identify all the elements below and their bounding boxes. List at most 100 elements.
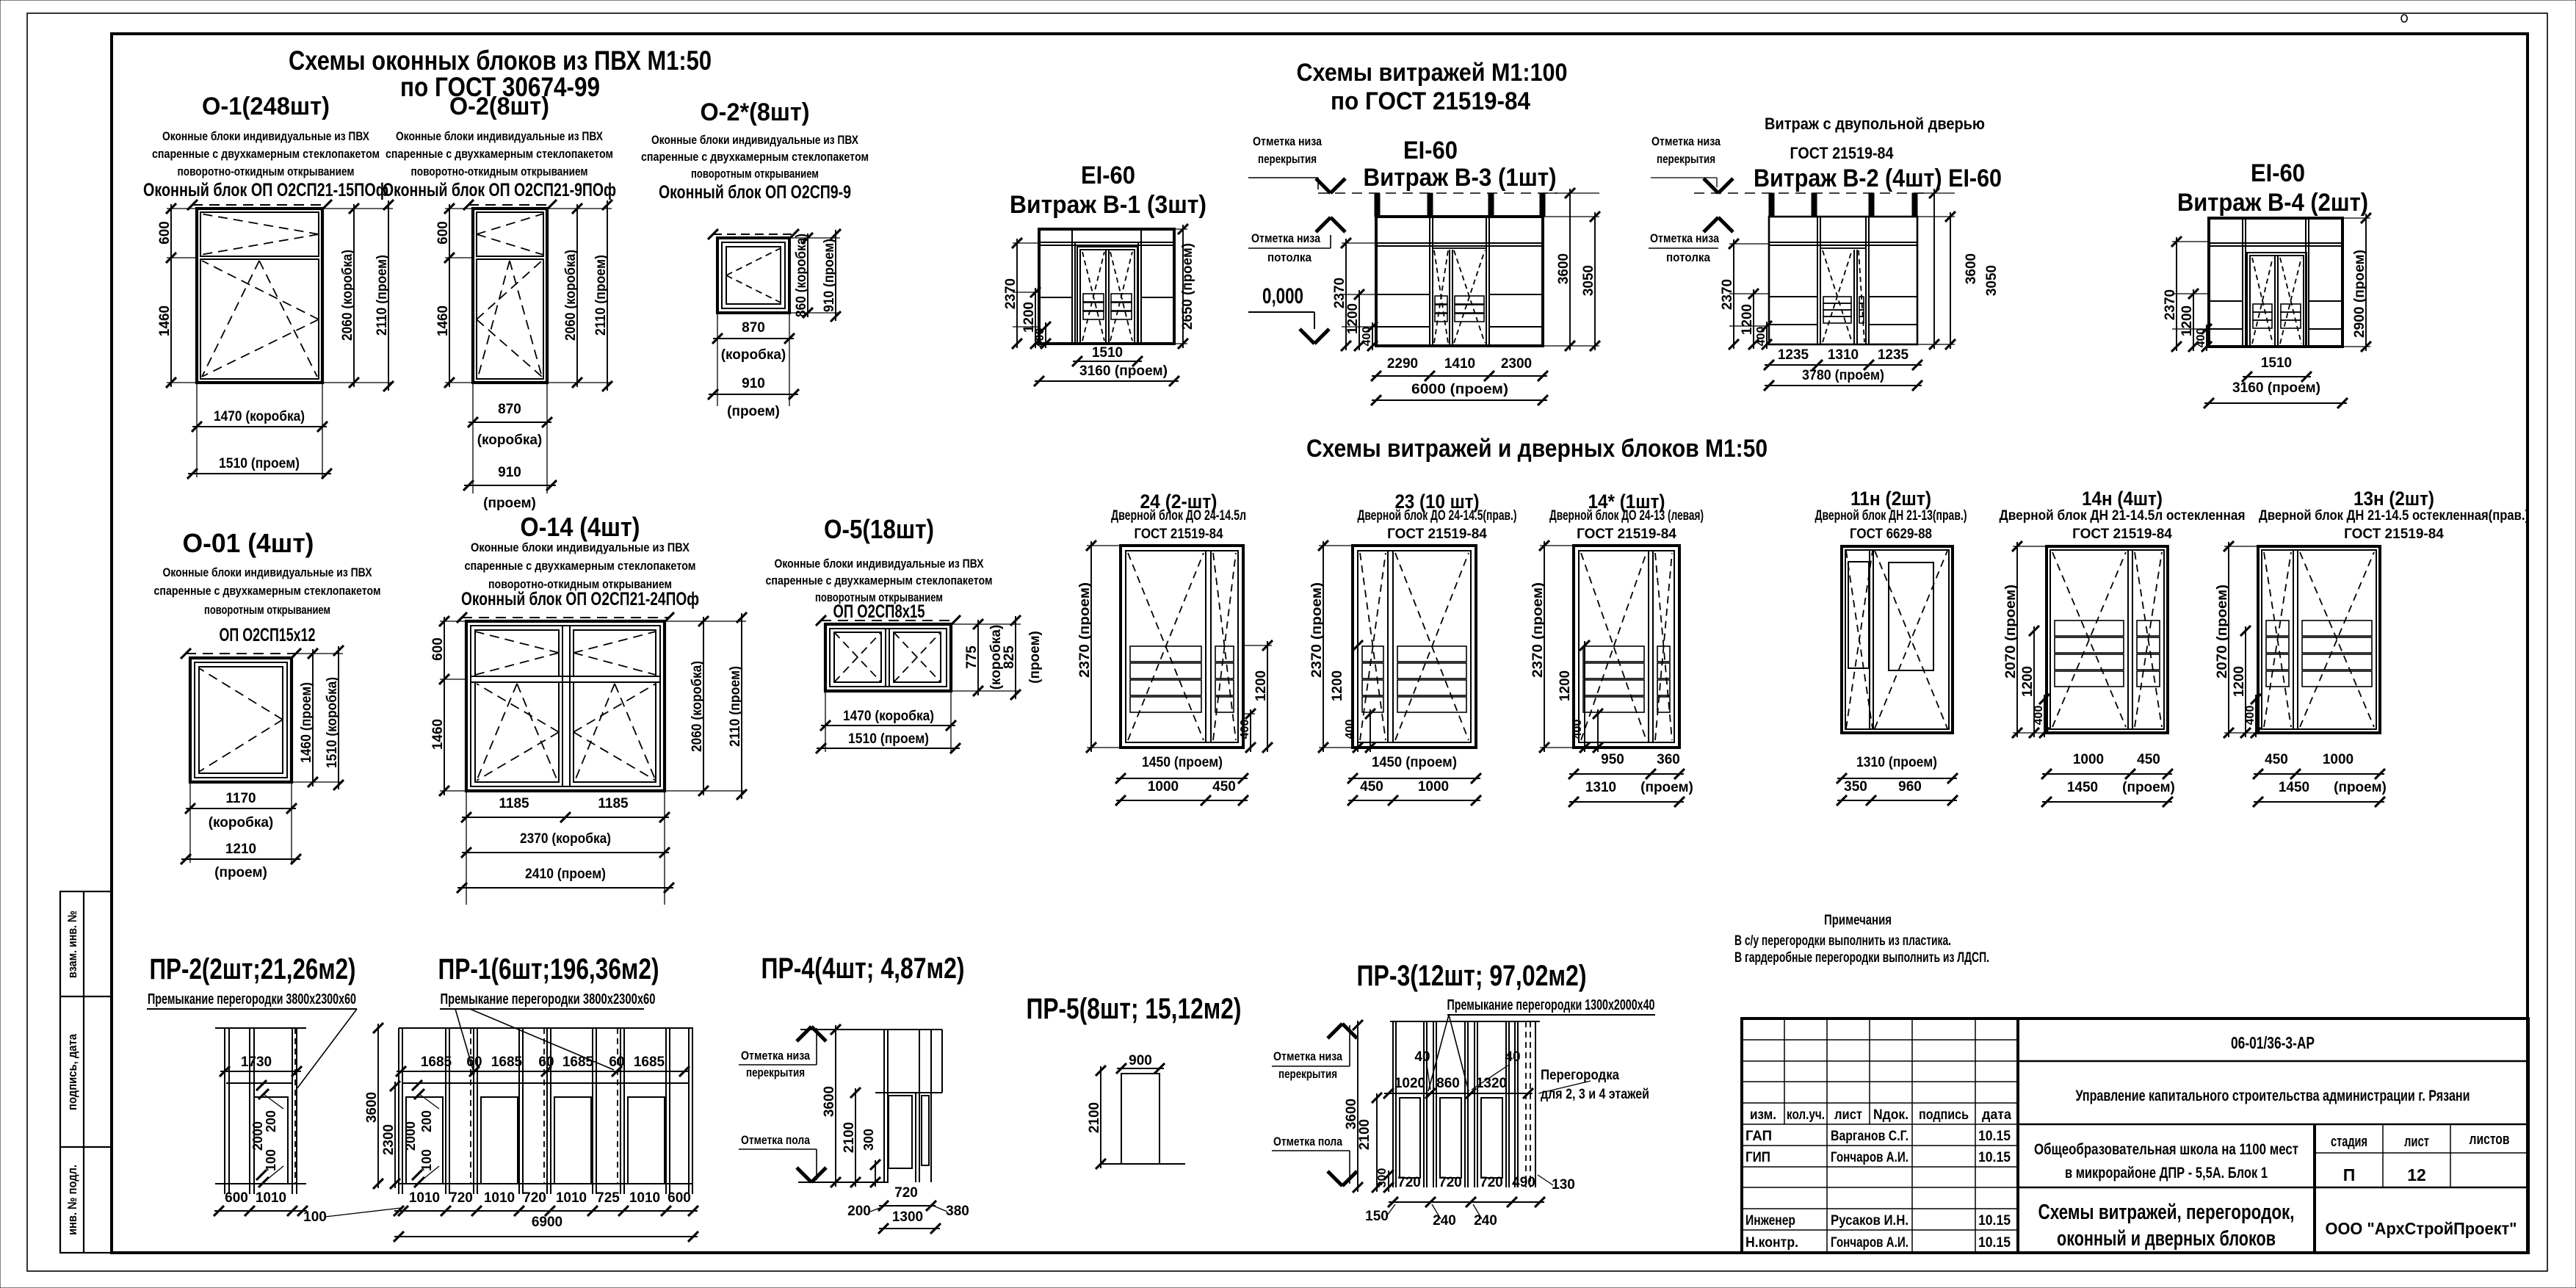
svg-text:1510: 1510 [2261, 355, 2292, 371]
svg-text:860 (коробка): 860 (коробка) [794, 234, 809, 317]
svg-text:60: 60 [538, 1054, 554, 1070]
svg-text:EI-60: EI-60 [1081, 162, 1135, 189]
svg-text:860: 860 [1436, 1076, 1460, 1091]
svg-text:400: 400 [1034, 328, 1046, 348]
svg-text:600: 600 [225, 1190, 248, 1206]
svg-text:14* (1шт): 14* (1шт) [1588, 491, 1665, 513]
svg-text:2000: 2000 [250, 1121, 265, 1151]
svg-text:лист: лист [1834, 1107, 1862, 1123]
svg-text:(коробка): (коробка) [477, 433, 543, 448]
svg-text:720: 720 [1480, 1175, 1503, 1190]
svg-text:10.15: 10.15 [1978, 1129, 2011, 1144]
svg-text:450: 450 [2137, 752, 2160, 767]
svg-text:775: 775 [964, 645, 980, 669]
svg-text:450: 450 [2265, 752, 2288, 767]
svg-text:Витраж В-3 (1шт): Витраж В-3 (1шт) [1364, 164, 1557, 192]
svg-text:1200: 1200 [1740, 304, 1755, 335]
svg-text:2100: 2100 [1357, 1119, 1372, 1150]
svg-text:2110 (проем): 2110 (проем) [593, 255, 609, 336]
svg-text:инв. № подл.: инв. № подл. [65, 1165, 79, 1235]
svg-text:потолка: потолка [1267, 251, 1312, 264]
svg-text:600: 600 [667, 1190, 691, 1206]
svg-text:1010: 1010 [409, 1190, 440, 1206]
svg-text:720: 720 [523, 1190, 546, 1206]
svg-text:(коробка): (коробка) [721, 347, 786, 363]
svg-text:Оконные блоки индивидуальные и: Оконные блоки индивидуальные из ПВХ [471, 541, 690, 554]
svg-text:1470 (коробка): 1470 (коробка) [843, 709, 934, 724]
svg-text:1460: 1460 [435, 305, 451, 336]
svg-text:10.15: 10.15 [1978, 1150, 2011, 1165]
svg-text:60: 60 [466, 1054, 482, 1070]
svg-text:40: 40 [1505, 1049, 1520, 1065]
svg-text:ГОСТ 21519-84: ГОСТ 21519-84 [1790, 144, 1895, 162]
svg-text:Схемы оконных блоков из ПВХ М: Схемы оконных блоков из ПВХ М1:50 [289, 46, 712, 76]
svg-text:1510 (коробка): 1510 (коробка) [325, 677, 340, 768]
svg-text:EI-60: EI-60 [2251, 159, 2305, 187]
svg-text:1450: 1450 [2067, 780, 2098, 795]
svg-text:Отметка пола: Отметка пола [741, 1134, 811, 1147]
svg-text:14н (4шт): 14н (4шт) [2082, 488, 2163, 510]
svg-text:825: 825 [1002, 645, 1017, 669]
svg-text:О-01 (4шт): О-01 (4шт) [183, 528, 314, 558]
svg-text:400: 400 [1344, 720, 1356, 739]
svg-text:1510: 1510 [1092, 345, 1123, 361]
svg-text:в микрорайоне ДПР - 5,5А. Блок: в микрорайоне ДПР - 5,5А. Блок 1 [2065, 1165, 2268, 1182]
svg-text:изм.: изм. [1750, 1107, 1776, 1123]
svg-text:ПР-5(8шт; 15,12м2): ПР-5(8шт; 15,12м2) [1027, 993, 1242, 1025]
svg-text:Дверной блок ДО 24-13 (левая): Дверной блок ДО 24-13 (левая) [1549, 508, 1704, 524]
svg-text:2370 (проем): 2370 (проем) [1530, 582, 1546, 678]
svg-text:Перегородка: Перегородка [1541, 1068, 1619, 1083]
svg-text:1000: 1000 [2323, 752, 2354, 767]
svg-text:по ГОСТ 21519-84: по ГОСТ 21519-84 [1331, 87, 1530, 115]
svg-text:40: 40 [1414, 1049, 1430, 1065]
svg-text:870: 870 [742, 320, 765, 336]
svg-text:400: 400 [2033, 706, 2045, 726]
svg-text:200: 200 [419, 1110, 434, 1132]
svg-text:1310 (проем): 1310 (проем) [1856, 755, 1937, 770]
svg-text:950: 950 [1601, 752, 1624, 767]
svg-text:2300: 2300 [1501, 356, 1532, 372]
svg-text:100: 100 [419, 1149, 434, 1171]
svg-text:поворотно-откидным открыванием: поворотно-откидным открыванием [178, 165, 355, 178]
svg-text:910: 910 [498, 465, 521, 480]
svg-text:2290: 2290 [1387, 356, 1418, 372]
svg-text:300: 300 [861, 1129, 876, 1151]
svg-text:2000: 2000 [403, 1121, 418, 1151]
svg-text:13н (2шт): 13н (2шт) [2354, 488, 2434, 510]
svg-text:1200: 1200 [1345, 303, 1361, 334]
svg-text:960: 960 [1898, 779, 1922, 795]
svg-text:поворотным открыванием: поворотным открыванием [204, 604, 330, 617]
svg-text:Отметка низа: Отметка низа [1253, 135, 1323, 148]
svg-text:1410: 1410 [1444, 356, 1475, 372]
svg-text:поворотным открыванием: поворотным открыванием [691, 167, 819, 181]
svg-text:100: 100 [264, 1149, 278, 1171]
svg-text:1000: 1000 [2073, 752, 2104, 767]
svg-text:3600: 3600 [1556, 253, 1571, 284]
svg-text:0,000: 0,000 [1262, 284, 1303, 308]
svg-text:1510 (проем): 1510 (проем) [848, 731, 929, 747]
svg-text:1300: 1300 [892, 1209, 923, 1225]
svg-text:О-2(8шт): О-2(8шт) [449, 93, 549, 120]
svg-text:(проем): (проем) [2334, 780, 2387, 795]
svg-text:1200: 1200 [2179, 305, 2195, 336]
svg-text:Дверной блок ДО 24-14.5л: Дверной блок ДО 24-14.5л [1111, 508, 1246, 524]
svg-text:(проем): (проем) [2122, 780, 2175, 795]
svg-text:Оконный блок ОП О2СП21-15ПОф: Оконный блок ОП О2СП21-15ПОф [143, 180, 388, 200]
svg-text:1200: 1200 [1253, 670, 1269, 701]
svg-text:2650 (проем): 2650 (проем) [1180, 243, 1195, 330]
svg-text:3780 (проем): 3780 (проем) [1802, 368, 1884, 383]
svg-text:спаренные с двухкамерным стекл: спаренные с двухкамерным стеклопакетом [386, 148, 613, 161]
svg-text:поворотным открыванием: поворотным открыванием [815, 591, 943, 604]
svg-text:2370: 2370 [1720, 279, 1735, 310]
svg-text:130: 130 [1552, 1177, 1575, 1193]
svg-text:дата: дата [1982, 1107, 2011, 1123]
svg-text:Премыкание перегородки 3800х23: Премыкание перегородки 3800х2300х60 [148, 991, 356, 1007]
svg-text:1450 (проем): 1450 (проем) [1142, 755, 1223, 770]
svg-text:1510 (проем): 1510 (проем) [219, 456, 300, 471]
svg-text:Витраж с двупольной дверью: Витраж с двупольной дверью [1765, 115, 1985, 133]
svg-text:240: 240 [1433, 1213, 1456, 1229]
svg-text:3600: 3600 [1344, 1099, 1359, 1129]
svg-text:2110 (проем): 2110 (проем) [728, 666, 743, 747]
svg-text:1185: 1185 [499, 796, 529, 811]
svg-text:2410 (проем): 2410 (проем) [525, 866, 606, 882]
